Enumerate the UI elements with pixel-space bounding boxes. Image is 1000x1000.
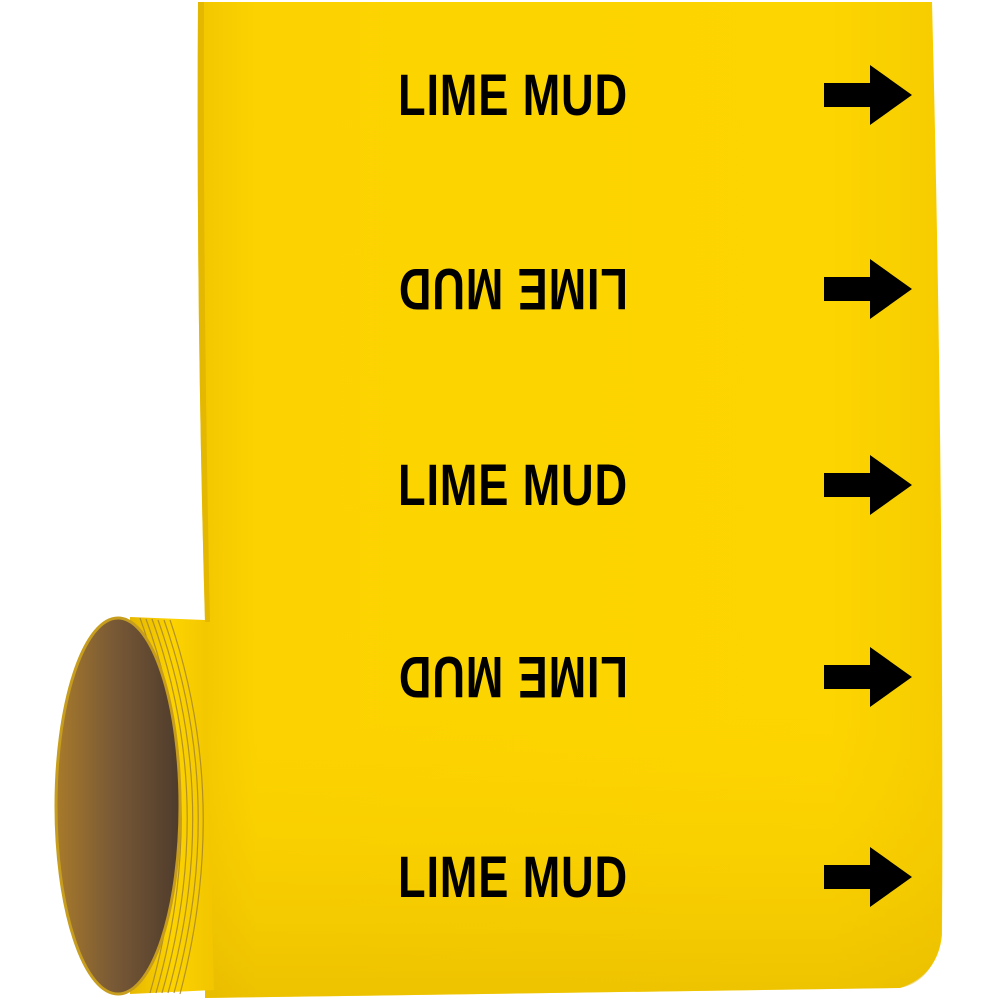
- label-row: LIME MUD: [196, 832, 940, 922]
- label-row: LIME MUD: [196, 244, 940, 334]
- right-arrow-icon: [824, 65, 912, 125]
- right-arrow-icon: [824, 647, 912, 707]
- legend-text: LIME MUD: [398, 844, 628, 910]
- roll-core: [56, 618, 180, 994]
- legend-text: LIME MUD: [398, 62, 628, 128]
- legend-text-inverted: LIME MUD: [398, 256, 628, 322]
- label-row: LIME MUD: [196, 632, 940, 722]
- right-arrow-icon: [824, 455, 912, 515]
- legend-text-inverted: LIME MUD: [398, 644, 628, 710]
- label-row: LIME MUD: [196, 50, 940, 140]
- label-row: LIME MUD: [196, 440, 940, 530]
- right-arrow-icon: [824, 259, 912, 319]
- legend-text: LIME MUD: [398, 452, 628, 518]
- right-arrow-icon: [824, 847, 912, 907]
